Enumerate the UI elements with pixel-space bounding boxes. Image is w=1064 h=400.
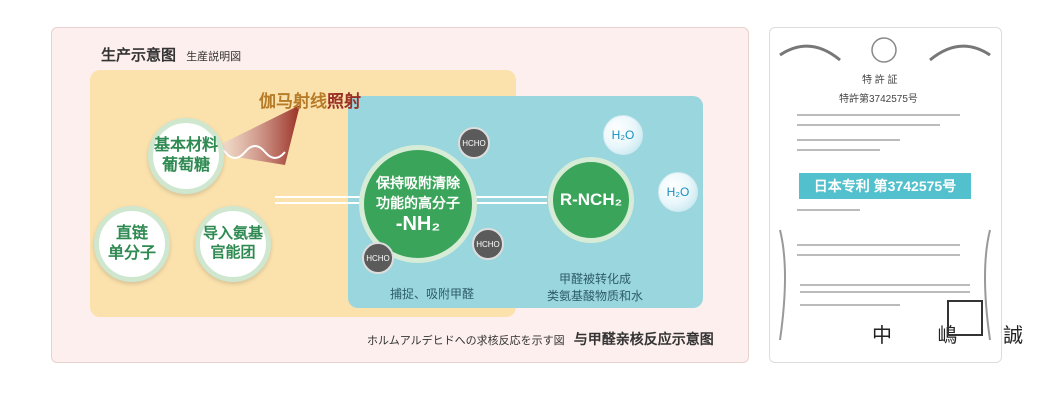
center-line1: 保持吸附清除 xyxy=(376,174,460,191)
diagram-heading: 生产示意图 生産説明図 xyxy=(101,44,241,65)
gamma-label: 伽马射线照射 xyxy=(259,87,361,112)
center-line3: -NH₂ xyxy=(395,212,441,235)
cert-number: 特許第3742575号 xyxy=(839,94,918,105)
bamboo-right-icon xyxy=(984,229,991,341)
water-molecule: H₂O xyxy=(603,115,643,155)
hcho-molecule: HCHO xyxy=(472,228,504,260)
bottom-note: ホルムアルデヒドへの求核反応を示す図 与甲醛亲核反应示意图 xyxy=(367,329,714,349)
gamma-highlight: 照射 xyxy=(327,92,361,111)
caption-convert: 甲醛被转化成 类氨基酸物质和水 xyxy=(540,270,650,304)
water-molecule: H₂O xyxy=(658,172,698,212)
caption-capture: 捕捉、吸附甲醛 xyxy=(389,287,474,301)
product-circle: R-NCH₂ xyxy=(548,157,634,243)
bubble-material: 基本材料 葡萄糖 xyxy=(148,118,224,194)
gamma-prefix: 伽马射线 xyxy=(259,92,327,111)
bamboo-left-icon xyxy=(779,229,786,341)
heading-sub: 生産説明図 xyxy=(186,51,242,63)
caption-convert-line2: 类氨基酸物质和水 xyxy=(546,289,643,303)
cert-signature: 中 嶋 誠 xyxy=(872,325,1044,347)
product-label: R-NCH₂ xyxy=(559,190,623,209)
bubble-amino: 导入氨基 官能团 xyxy=(195,206,271,282)
hcho-molecule: HCHO xyxy=(458,127,490,159)
phoenix-left-icon xyxy=(779,44,841,62)
heading-main: 生产示意图 xyxy=(101,47,177,64)
caption-convert-line1: 甲醛被转化成 xyxy=(558,272,631,286)
seal-stamp-icon xyxy=(947,300,983,336)
emblem-icon xyxy=(871,37,897,63)
hcho-molecule: HCHO xyxy=(362,242,394,274)
cert-title: 特 許 証 xyxy=(862,75,898,86)
bottom-note-jp: ホルムアルデヒドへの求核反応を示す図 xyxy=(367,335,565,347)
center-line2: 功能的高分子 xyxy=(376,194,460,211)
bubble-chain: 直链 单分子 xyxy=(94,206,170,282)
phoenix-right-icon xyxy=(929,44,991,62)
cert-banner: 日本专利 第3742575号 xyxy=(799,173,971,199)
bottom-note-zh: 与甲醛亲核反应示意图 xyxy=(573,331,714,347)
